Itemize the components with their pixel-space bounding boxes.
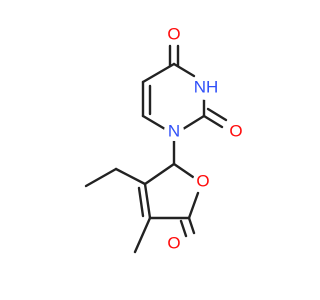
- bond-c2prime-c3prime: [143, 182, 152, 220]
- bond-ethyl-ch2: [114, 167, 147, 186]
- bond-c6-n1: [141, 114, 167, 131]
- bond-c1prime-c2prime: [143, 162, 176, 186]
- atom-n1-label: N: [168, 122, 180, 141]
- atom-nh3: NH: [193, 74, 219, 100]
- atom-labels: O NH O N O O: [164, 24, 246, 253]
- atom-o-carbonyl: O: [164, 233, 184, 253]
- bond-c2-o2: [202, 114, 224, 129]
- atom-o4: O: [164, 24, 184, 44]
- atom-o4-label: O: [167, 25, 180, 44]
- atom-o-ring: O: [193, 171, 213, 191]
- bond-c4-n3: [172, 62, 196, 78]
- atom-nh3-label: NH: [194, 78, 219, 97]
- bond-c1prime-o: [172, 162, 195, 179]
- bond-ethyl-ch3: [84, 167, 118, 188]
- atom-o2: O: [226, 121, 246, 141]
- bond-c2prime-c3prime-double: [137, 186, 145, 218]
- bond-c4-c5: [141, 62, 176, 84]
- atom-o2-label: O: [229, 122, 242, 141]
- bond-c4prime-ocarbonyl: [187, 216, 196, 235]
- molecule-structure: O NH O N O O: [84, 24, 246, 254]
- atom-o-ring-label: O: [196, 172, 209, 191]
- atom-n1: N: [164, 121, 184, 141]
- bond-c4prime-ocarbonyl-double: [179, 219, 188, 238]
- bonds: [84, 44, 228, 254]
- bond-methyl: [133, 216, 152, 254]
- atom-o-carbonyl-label: O: [167, 234, 180, 253]
- bond-c4prime-o: [187, 191, 200, 220]
- bond-c2-o2-double: [206, 107, 228, 122]
- bond-n1-c2: [181, 114, 206, 131]
